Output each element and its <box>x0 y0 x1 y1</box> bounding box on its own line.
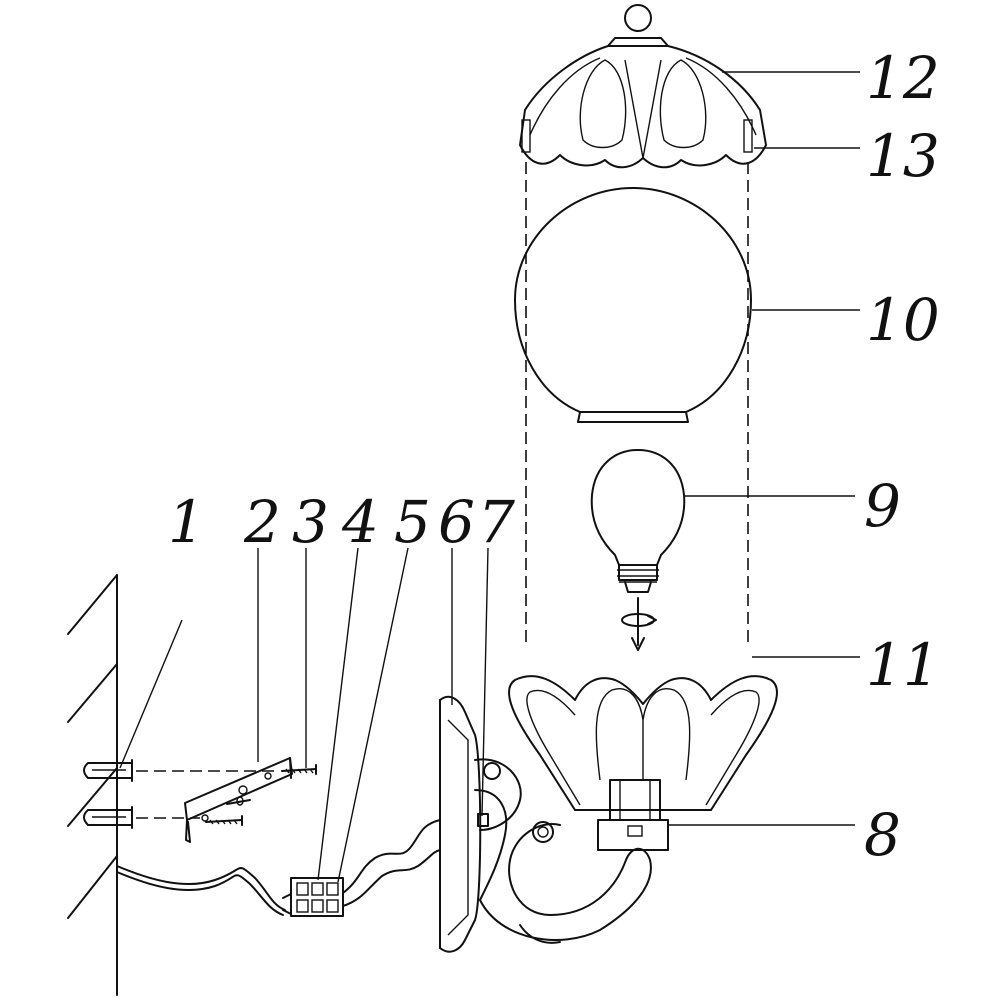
callout-11: 11 <box>866 631 940 699</box>
lamp-wires <box>342 819 441 907</box>
mounting-bracket <box>184 757 293 843</box>
callout-13: 13 <box>866 122 940 190</box>
lower-cup <box>508 675 778 811</box>
lamp-holder <box>597 779 669 851</box>
callout-9: 9 <box>864 472 901 540</box>
callout-numbers: 1 2 3 4 5 6 7 8 9 10 11 12 13 <box>168 44 940 869</box>
wall-plug <box>83 759 133 829</box>
light-bulb <box>590 449 686 593</box>
callout-3: 3 <box>292 488 329 556</box>
callout-7: 7 <box>478 488 515 556</box>
callout-2: 2 <box>243 488 281 556</box>
rotation-arrow-icon <box>621 597 657 651</box>
lamp-arm <box>474 758 652 944</box>
callout-4: 4 <box>341 488 379 556</box>
callout-10: 10 <box>866 286 940 354</box>
callout-1: 1 <box>168 488 205 556</box>
screw <box>205 764 317 826</box>
callout-8: 8 <box>864 801 901 869</box>
wall <box>67 574 118 996</box>
top-cap <box>519 4 767 169</box>
alignment-lines-vertical <box>525 162 749 642</box>
callout-5: 5 <box>394 488 431 556</box>
glass-globe <box>514 187 752 423</box>
mains-cable <box>116 865 286 916</box>
alignment-lines-left <box>136 770 280 819</box>
callout-6: 6 <box>438 488 475 556</box>
backplate <box>439 695 482 953</box>
leader-lines <box>119 71 860 883</box>
callout-12: 12 <box>866 44 940 112</box>
terminal-block <box>282 877 344 917</box>
